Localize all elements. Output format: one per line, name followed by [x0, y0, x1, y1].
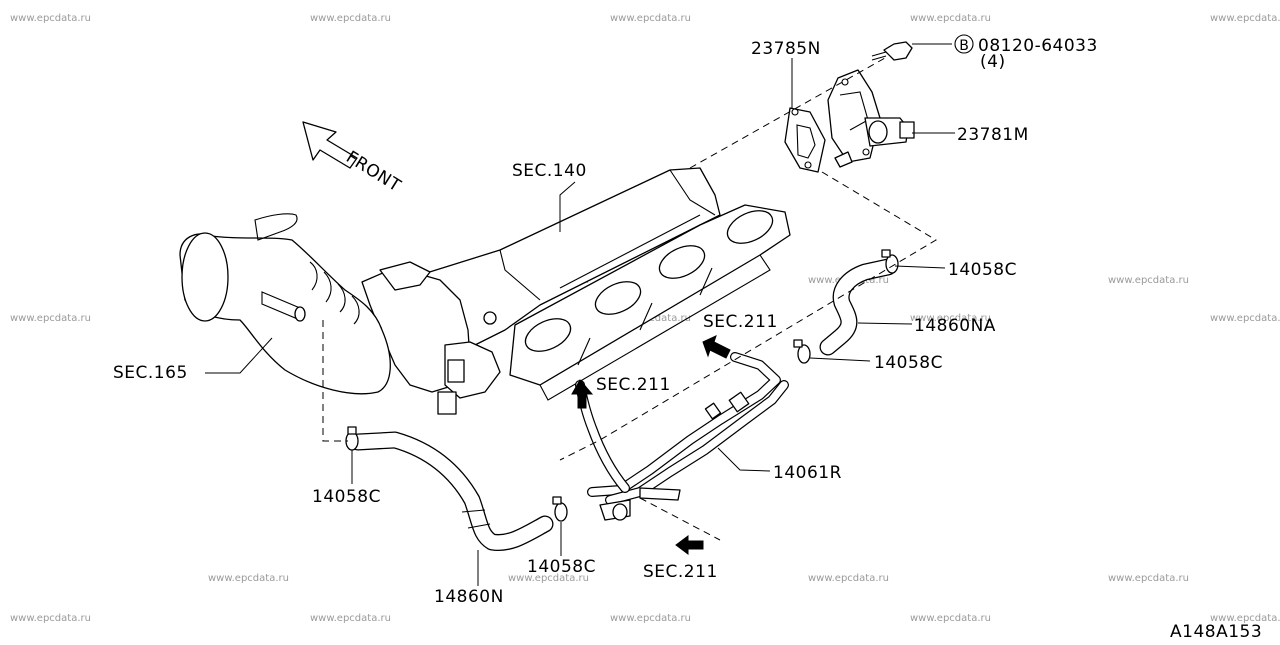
watermark: www.epcdata.ru — [310, 13, 391, 24]
watermark: www.epcdata.ru — [1108, 275, 1189, 286]
sec-211-mid-label: SEC.211 — [596, 375, 671, 395]
sec-140-label: SEC.140 — [512, 161, 587, 181]
assembly-lines — [322, 57, 937, 541]
watermark: www.epcdata.ru — [310, 613, 391, 624]
air-duct — [179, 213, 391, 395]
clamp-mid — [793, 339, 811, 364]
sec-211-arrow-bottom — [675, 535, 704, 555]
bolt-bullet: B — [959, 38, 969, 54]
watermark: www.epcdata.ru — [1210, 13, 1280, 24]
front-arrow: FRONT — [302, 121, 404, 196]
tube-label: 14061R — [773, 463, 842, 483]
sec-165-label: SEC.165 — [113, 363, 188, 383]
watermark-row-top: www.epcdata.ru www.epcdata.ru www.epcdat… — [10, 13, 1280, 24]
watermark: www.epcdata.ru — [10, 613, 91, 624]
part-labels: 23785N B 08120-64033 (4) 23781M 14058C 1… — [113, 34, 1098, 607]
hose-upper-label: 14860NA — [914, 316, 996, 336]
lower-hose — [349, 431, 554, 552]
gasket — [784, 107, 826, 173]
watermark: www.epcdata.ru — [10, 313, 91, 324]
front-label: FRONT — [342, 147, 404, 196]
sec-211-right-label: SEC.211 — [703, 312, 778, 332]
watermark: www.epcdata.ru — [508, 573, 589, 584]
egr-valve — [827, 69, 915, 168]
bolt-part-label: 08120-64033 — [978, 36, 1098, 56]
watermark: www.epcdata.ru — [1210, 313, 1280, 324]
bolt-bullet-circle — [954, 34, 974, 54]
sec-211-bottom-label: SEC.211 — [643, 562, 718, 582]
watermark: www.epcdata.ru — [910, 13, 991, 24]
clamp-bottom-label: 14058C — [527, 557, 596, 577]
watermark: www.epcdata.ru — [208, 573, 289, 584]
water-pipe — [575, 352, 789, 521]
clamp-left — [345, 426, 359, 451]
watermark: www.epcdata.ru — [910, 313, 991, 324]
bolt — [871, 41, 913, 61]
watermark: www.epcdata.ru — [1108, 573, 1189, 584]
watermark: www.epcdata.ru — [1210, 613, 1280, 624]
watermark-row-lower-mid: www.epcdata.ru www.epcdata.ru www.epcdat… — [208, 573, 1189, 584]
clamp-upper-label: 14058C — [948, 260, 1017, 280]
clamp-mid-label: 14058C — [874, 353, 943, 373]
watermark: www.epcdata.ru — [10, 13, 91, 24]
gasket-label: 23785N — [751, 39, 821, 59]
throttle-body — [361, 261, 501, 415]
sec-211-arrow-mid — [571, 379, 594, 409]
leader-lines — [205, 43, 955, 586]
watermark: www.epcdata.ru — [910, 613, 991, 624]
clamp-upper — [881, 249, 899, 274]
upper-hose — [819, 258, 897, 356]
watermark-row-bottom: www.epcdata.ru www.epcdata.ru www.epcdat… — [10, 613, 1280, 624]
clamp-bottom — [552, 496, 568, 522]
hose-lower-label: 14860N — [434, 587, 504, 607]
watermark: www.epcdata.ru — [610, 613, 691, 624]
bolt-qty-label: (4) — [980, 52, 1006, 72]
watermark: www.epcdata.ru — [610, 13, 691, 24]
watermark: www.epcdata.ru — [808, 573, 889, 584]
clamp-left-label: 14058C — [312, 487, 381, 507]
sec-211-arrow-right — [702, 335, 731, 359]
egr-valve-label: 23781M — [957, 125, 1029, 145]
figure-code: A148A153 — [1170, 622, 1262, 640]
